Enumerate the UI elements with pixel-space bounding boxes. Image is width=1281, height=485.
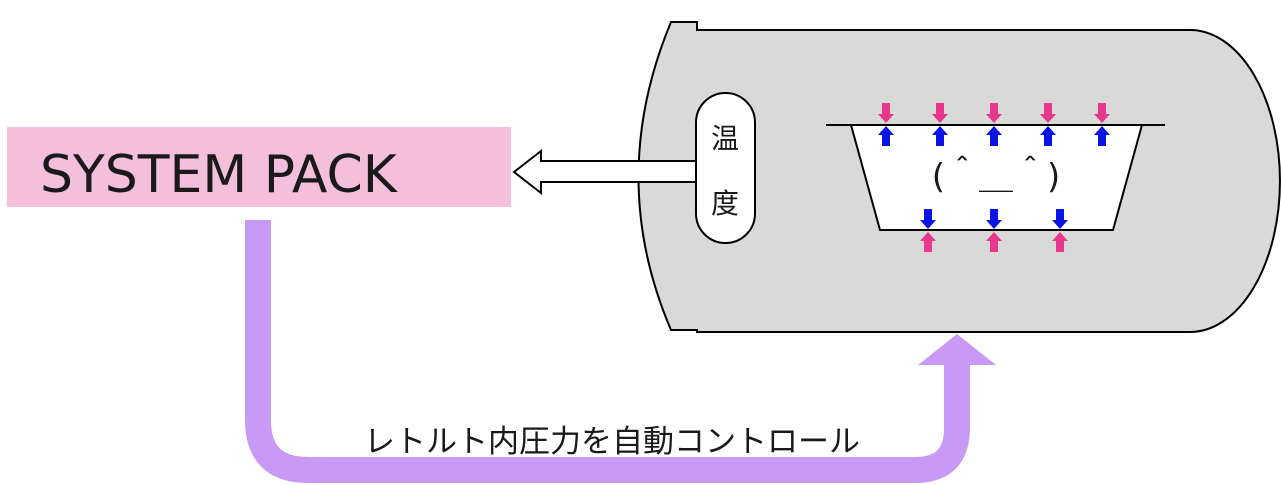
system-pack: SYSTEM PACK xyxy=(7,127,511,207)
external-pressure-arrow-top-2 xyxy=(932,103,948,123)
internal-pressure-arrow-bottom-3 xyxy=(1052,209,1068,229)
internal-pressure-arrow-top-2 xyxy=(932,126,948,146)
sensor-char-1: 温 xyxy=(711,122,739,155)
external-pressure-arrow-top-5 xyxy=(1094,103,1110,123)
external-pressure-arrow-top-3 xyxy=(986,103,1002,123)
internal-pressure-arrow-top-1 xyxy=(878,126,894,146)
internal-pressure-arrow-bottom-1 xyxy=(920,209,936,229)
temperature-sensor: 温 度 xyxy=(695,92,756,244)
external-pressure-arrow-top-4 xyxy=(1040,103,1056,123)
feedback-arrowhead xyxy=(918,334,996,365)
retort-pouch: (＾＿＾) xyxy=(826,124,1165,231)
internal-pressure-arrow-top-4 xyxy=(1040,126,1056,146)
sensor-capsule xyxy=(695,92,756,244)
system-pack-box xyxy=(7,127,511,207)
external-pressure-arrow-bottom-2 xyxy=(986,232,1002,252)
feedback-control-arrow xyxy=(245,220,996,483)
pressure-arrows xyxy=(878,103,1110,252)
sensor-char-2: 度 xyxy=(711,187,739,220)
external-pressure-arrow-top-1 xyxy=(878,103,894,123)
pouch-body xyxy=(849,124,1144,231)
external-pressure-arrow-bottom-3 xyxy=(1052,232,1068,252)
pouch-face: (＾＿＾) xyxy=(932,155,1061,197)
temperature-signal-arrow xyxy=(512,148,697,196)
feedback-arrow-body xyxy=(245,220,970,483)
internal-pressure-arrow-top-5 xyxy=(1094,126,1110,146)
internal-pressure-arrow-bottom-2 xyxy=(986,209,1002,229)
caption: レトルト内圧力を自動コントロール xyxy=(364,424,860,460)
system-pack-label: SYSTEM PACK xyxy=(40,145,399,205)
internal-pressure-arrow-top-3 xyxy=(986,126,1002,146)
external-pressure-arrow-bottom-1 xyxy=(920,232,936,252)
